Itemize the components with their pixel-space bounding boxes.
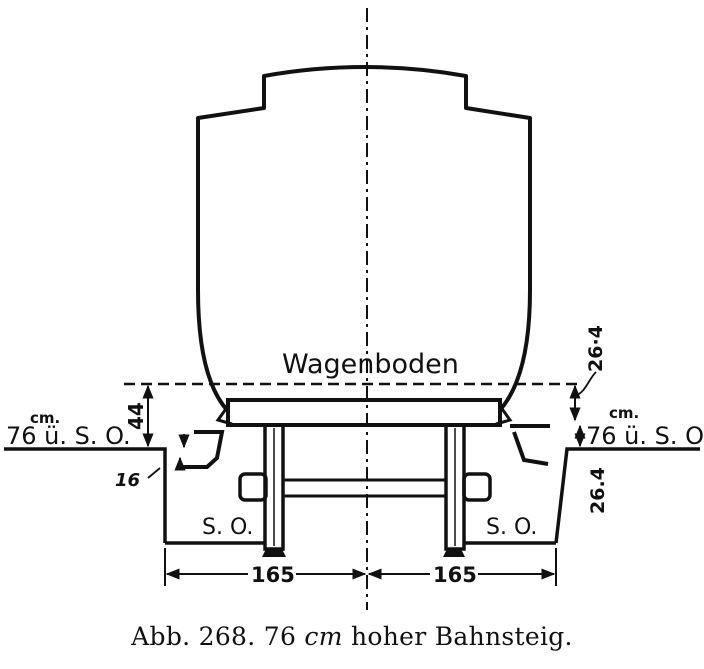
underframe-left-lug [215, 405, 233, 426]
cm-right-label: cm. [609, 404, 639, 422]
car-underframe [226, 398, 502, 427]
right-rail [443, 549, 465, 557]
left-rail [262, 549, 286, 557]
right-platform-ground [554, 447, 700, 544]
dim-165-left-label: 165 [251, 563, 295, 587]
wagenboden-label: Wagenboden [282, 349, 459, 380]
right-axle-hub [462, 472, 492, 502]
axle [281, 478, 448, 498]
left-axle-hub [238, 472, 268, 502]
car-body-outline [196, 65, 532, 412]
cm-left-label: cm. [30, 409, 60, 427]
left-platform-ground [4, 447, 167, 543]
caption-prefix: Abb. 268. 76 [131, 622, 305, 651]
caption-unit: cm [304, 622, 343, 651]
dim-165-right-label: 165 [433, 563, 477, 587]
so-right-label: S. O. [486, 515, 537, 540]
dim-264-bottom-label: 26.4 [587, 467, 609, 514]
right-step-board [510, 424, 550, 466]
height-left-label: 76 ü. S. O. [6, 422, 131, 450]
so-left-label: S. O. [202, 515, 253, 540]
dim-44-label: 44 [124, 402, 148, 430]
caption-suffix: hoher Bahnsteig. [342, 622, 573, 651]
height-right-label: 76 ü. S. O. [586, 422, 704, 450]
underframe-right-lug [495, 405, 513, 426]
dim-16-label: 16 [115, 470, 140, 491]
dim-264-top-label: 26·4 [585, 325, 607, 372]
figure-caption: Abb. 268. 76 cm hoher Bahnsteig. [0, 622, 704, 651]
left-step-board [180, 430, 225, 469]
